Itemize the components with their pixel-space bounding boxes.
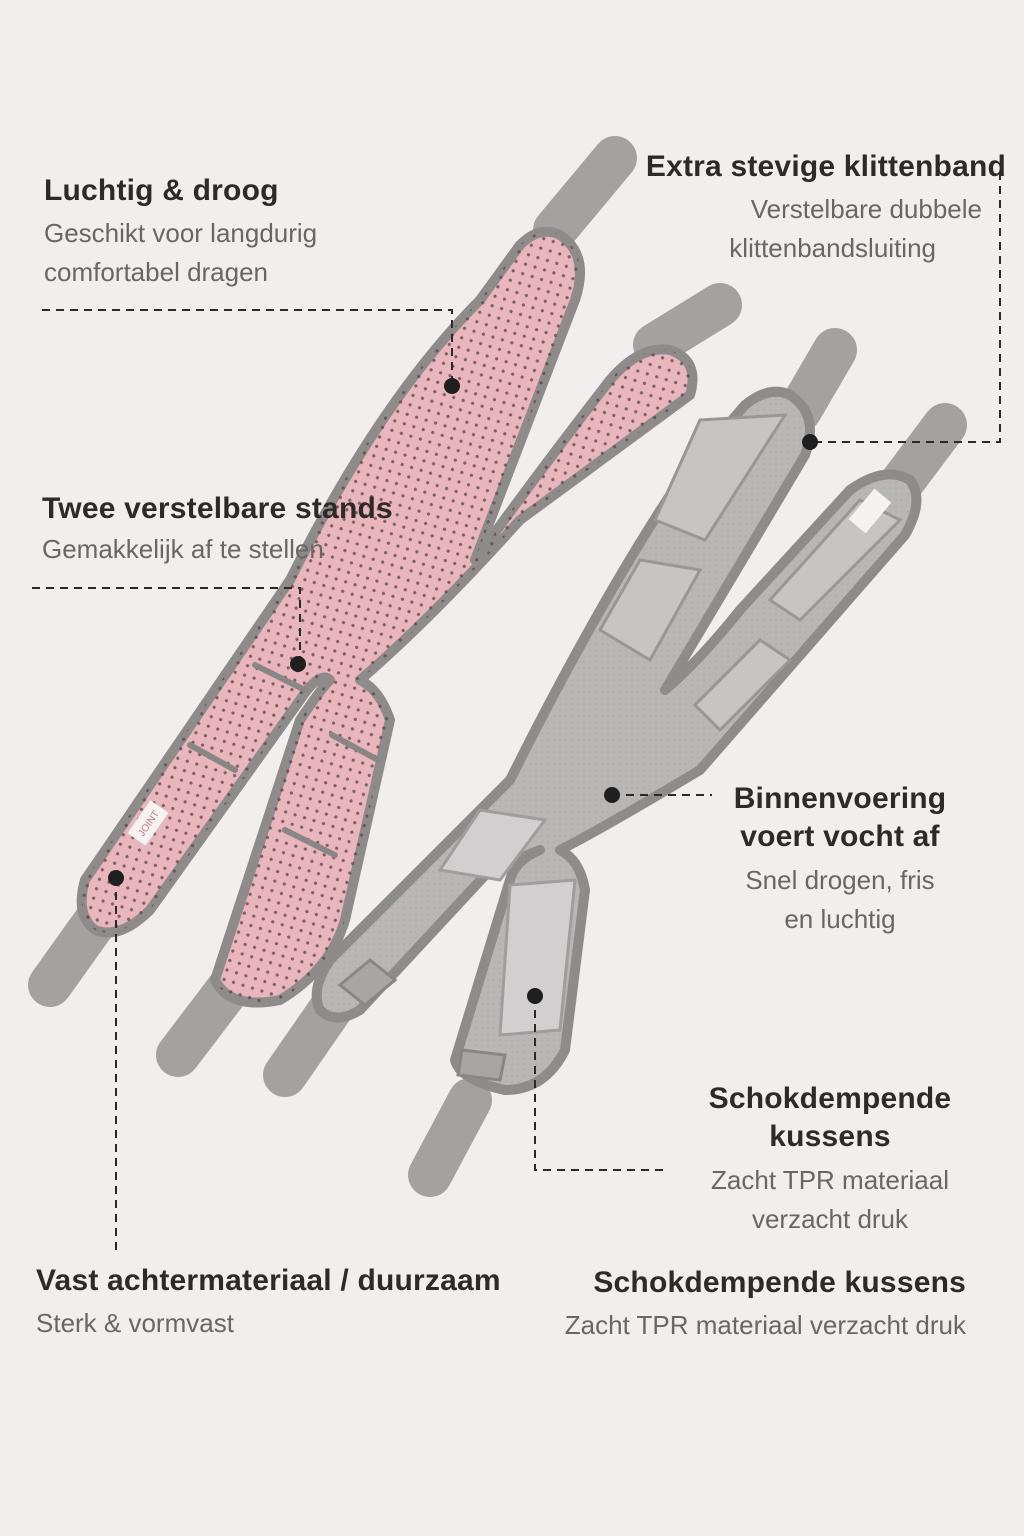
annotation-title: kussens (769, 1119, 891, 1153)
annotation-title: Twee verstelbare stands (42, 492, 393, 525)
grey-brace-cushion (437, 808, 577, 1037)
annotation-text: Gemakkelijk af te stellen (42, 533, 324, 564)
annotation-title: Luchtig & droog (44, 174, 279, 207)
annotation-text: verzacht druk (751, 1204, 909, 1234)
annotation-text: Zacht TPR materiaal verzacht druk (564, 1309, 966, 1340)
dot-lining (604, 787, 620, 803)
annotation-text: Sterk & vormvast (36, 1307, 234, 1338)
annotation-title: Binnenvoering (733, 782, 947, 815)
annotation-lining: Binnenvoering voert vocht af Snel drogen… (700, 780, 980, 939)
annotation-title: Extra stevige klittenband (645, 150, 1006, 183)
leader-breathable (42, 309, 453, 384)
annotation-velcro: Extra stevige klittenband Verstelbare du… (586, 148, 1006, 268)
leader-cushion (534, 996, 668, 1171)
leader-stands (32, 587, 301, 662)
annotation-title: Vast achtermateriaal / duurzaam (36, 1264, 501, 1297)
annotation-text: Verstelbare dubbele (750, 193, 982, 224)
annotation-breathable: Luchtig & droog Geschikt voor langdurig … (44, 172, 317, 292)
grey-brace-velcro (337, 958, 507, 1082)
dot-velcro (802, 434, 818, 450)
leader-lines (32, 172, 1001, 1250)
grey-brand-tag (848, 488, 892, 534)
annotation-title: voert vocht af (740, 819, 940, 853)
annotation-title: Schokdempende (708, 1082, 952, 1115)
annotation-text: Zacht TPR materiaal (711, 1165, 949, 1195)
annotation-cushion: Schokdempende kussens Zacht TPR materiaa… (680, 1080, 980, 1239)
annotation-text: en luchtig (784, 904, 896, 934)
grey-brace (263, 328, 967, 1197)
dot-cushion (527, 988, 543, 1004)
annotation-backing: Vast achtermateriaal / duurzaam Sterk & … (36, 1262, 501, 1343)
annotation-stands: Twee verstelbare stands Gemakkelijk af t… (42, 490, 393, 569)
annotation-text: Geschikt voor langdurig (44, 217, 318, 248)
pink-brand-tag (127, 800, 169, 846)
dot-breathable (444, 378, 460, 394)
annotation-text: Snel drogen, fris (745, 865, 935, 895)
leader-velcro (810, 172, 1001, 443)
annotation-text: comfortabel dragen (44, 256, 269, 287)
annotation-text: klittenbandsluiting (729, 232, 936, 263)
annotation-title: Schokdempende kussens (593, 1266, 966, 1299)
annotation-cushion-bottom: Schokdempende kussens Zacht TPR materiaa… (486, 1264, 966, 1345)
pink-brace-stays (187, 662, 381, 858)
dot-stands (290, 656, 306, 672)
leader-dots (108, 378, 818, 1004)
dot-backing (108, 870, 124, 886)
pink-brace: JOINT (28, 136, 742, 1077)
